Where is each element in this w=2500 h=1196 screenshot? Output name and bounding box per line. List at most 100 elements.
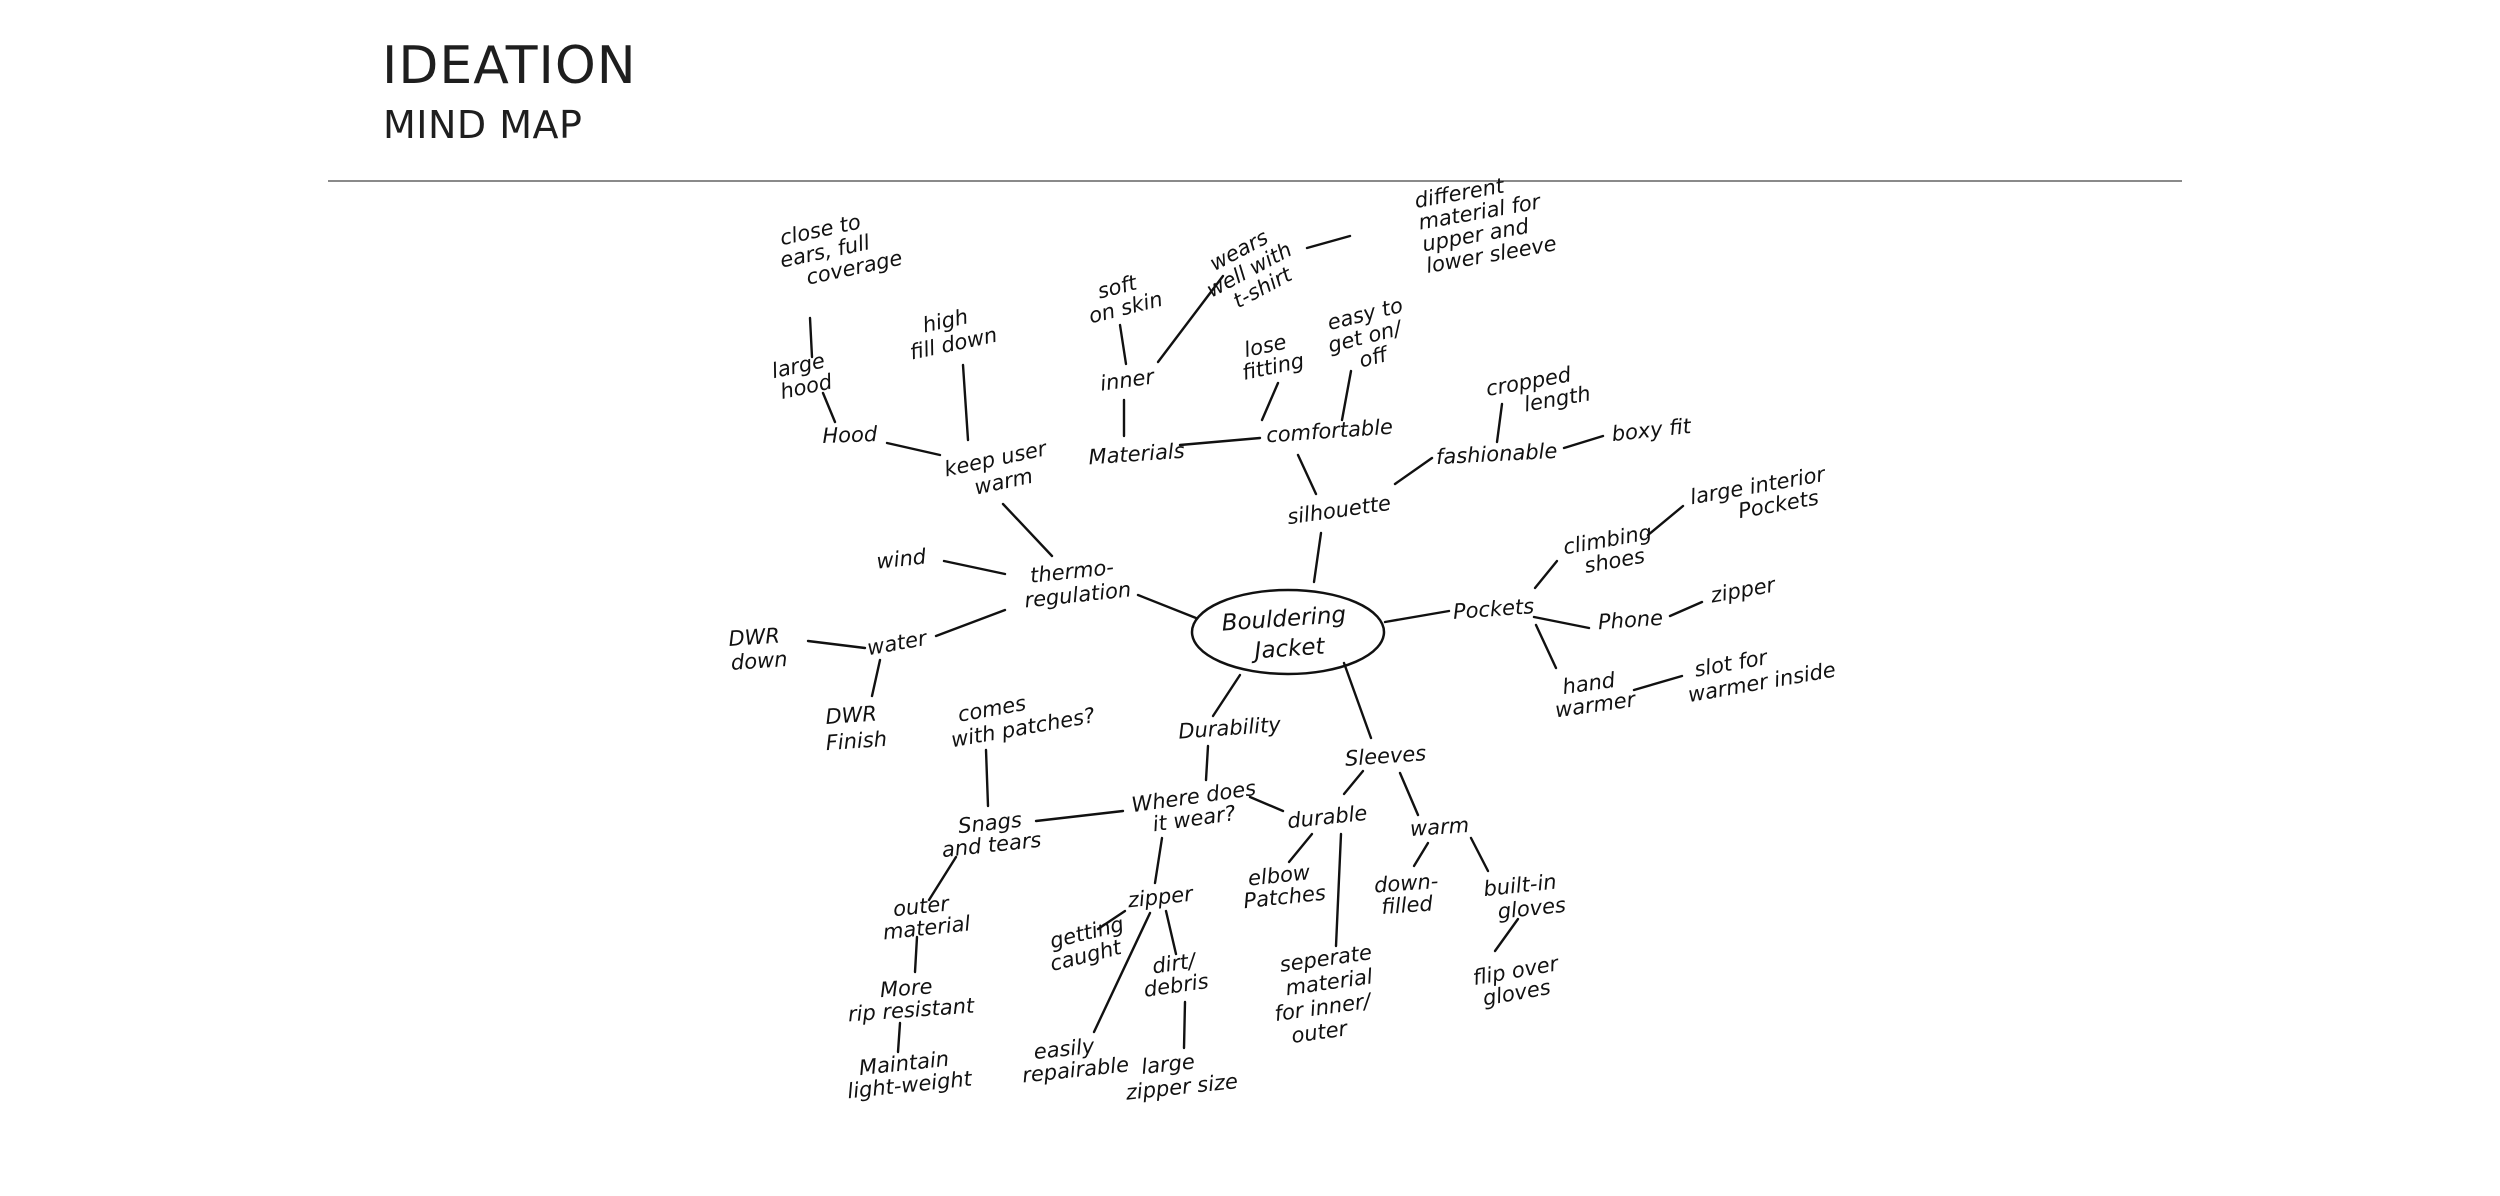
page-subtitle: MIND MAP bbox=[383, 103, 583, 147]
node-line: Durability bbox=[1178, 712, 1282, 743]
edge bbox=[808, 316, 814, 359]
edge bbox=[1342, 769, 1365, 796]
edge bbox=[1182, 1000, 1187, 1050]
edge bbox=[942, 559, 1007, 576]
node-line: fashionable bbox=[1435, 439, 1558, 469]
node-fashionable: fashionable bbox=[1435, 439, 1558, 469]
node-pockets: Pockets bbox=[1452, 594, 1535, 624]
node-soft-on-skin: soft on skin bbox=[1081, 265, 1165, 328]
node-line: DWR bbox=[728, 623, 781, 651]
node-inner: inner bbox=[1099, 364, 1157, 395]
edge bbox=[1096, 909, 1127, 931]
node-line: Phone bbox=[1597, 606, 1664, 634]
node-water: water bbox=[865, 626, 929, 660]
node-line: Pockets bbox=[1452, 594, 1535, 624]
node-dwr-finish: DWR Finish bbox=[823, 701, 888, 755]
node-dwr-down: DWR down bbox=[728, 623, 789, 675]
edge bbox=[1153, 836, 1164, 885]
node-line: Materials bbox=[1088, 439, 1186, 470]
edge bbox=[806, 639, 867, 650]
center-node-line: Bouldering bbox=[1221, 602, 1347, 637]
node-sleeves: Sleeves bbox=[1344, 741, 1427, 771]
node-line: More bbox=[879, 974, 933, 1002]
edge bbox=[1668, 600, 1704, 618]
node-line: Finish bbox=[825, 727, 888, 755]
node-climbing-shoes: climbing shoes bbox=[1561, 519, 1664, 581]
node-thermoregulation: thermo- regulation bbox=[1021, 554, 1133, 613]
edge bbox=[1287, 832, 1314, 864]
edge bbox=[913, 935, 919, 974]
edge bbox=[1312, 531, 1323, 584]
node-wind: wind bbox=[875, 544, 928, 573]
node-warm: warm bbox=[1409, 813, 1470, 841]
node-easy-on-off: easy to get on/ off bbox=[1320, 291, 1422, 378]
edge bbox=[1204, 744, 1210, 782]
edge bbox=[1412, 841, 1430, 868]
center-node: Bouldering Jacket bbox=[1221, 601, 1356, 666]
node-line: durable bbox=[1286, 801, 1368, 833]
node-line: comfortable bbox=[1265, 415, 1393, 448]
node-line: boxy fit bbox=[1610, 414, 1692, 446]
edge bbox=[1533, 559, 1559, 590]
node-phone: Phone bbox=[1597, 606, 1664, 634]
edge bbox=[1562, 434, 1605, 450]
edge bbox=[961, 363, 970, 442]
edge bbox=[1092, 911, 1152, 1034]
edge bbox=[885, 441, 942, 457]
edge bbox=[1495, 402, 1504, 444]
edge bbox=[1136, 593, 1198, 620]
node-where-does-it-wear: Where does it wear? bbox=[1130, 775, 1267, 839]
node-dirt-debris: dirt/ debris bbox=[1139, 947, 1210, 1002]
node-flip-over-gloves: flip over gloves bbox=[1471, 950, 1571, 1011]
edge bbox=[1469, 836, 1490, 873]
edge bbox=[1532, 615, 1591, 630]
edge bbox=[1383, 609, 1451, 624]
node-materials: Materials bbox=[1088, 439, 1186, 470]
node-line: DWR bbox=[825, 701, 878, 729]
node-line: water bbox=[865, 626, 929, 660]
node-built-in-gloves: built-in gloves bbox=[1482, 869, 1567, 925]
node-slot-for-warmer: slot for warmer inside bbox=[1682, 634, 1838, 707]
node-high-fill-down: high fill down bbox=[903, 299, 1000, 364]
edge bbox=[1248, 795, 1285, 813]
node-comes-with-patches: comes with patches? bbox=[945, 680, 1097, 753]
node-line: down- bbox=[1373, 869, 1439, 897]
node-durability: Durability bbox=[1178, 712, 1282, 743]
node-line: silhouette bbox=[1286, 491, 1393, 529]
edge bbox=[896, 1021, 902, 1054]
node-large-zipper-size: large zipper size bbox=[1121, 1045, 1239, 1105]
node-zipper: zipper bbox=[1126, 882, 1196, 913]
node-snags-and-tears: Snags and tears bbox=[938, 806, 1042, 862]
edge bbox=[1001, 502, 1054, 558]
edge bbox=[984, 748, 990, 808]
edge bbox=[821, 391, 837, 424]
center-node-outline bbox=[1190, 588, 1386, 676]
edge bbox=[1534, 623, 1558, 670]
node-hand-warmer: hand warmer bbox=[1550, 665, 1638, 722]
node-line: down bbox=[730, 647, 788, 675]
center-node-line: Jacket bbox=[1250, 633, 1327, 664]
edge bbox=[1260, 381, 1280, 422]
node-comfortable: comfortable bbox=[1265, 415, 1393, 448]
node-line: rip resistant bbox=[847, 994, 976, 1027]
node-line: zipper bbox=[1708, 572, 1779, 607]
node-line: Hood bbox=[822, 422, 878, 448]
node-seperate-material: seperate material for inner/ outer bbox=[1266, 939, 1390, 1050]
node-durable: durable bbox=[1286, 801, 1368, 833]
edge bbox=[934, 608, 1007, 638]
node-getting-caught: getting caught bbox=[1042, 910, 1138, 976]
node-line: outer bbox=[892, 891, 952, 921]
node-hood: Hood bbox=[822, 422, 878, 448]
mind-map-edges bbox=[806, 234, 1704, 1054]
edge bbox=[1398, 771, 1420, 817]
node-silhouette: silhouette bbox=[1286, 491, 1393, 529]
node-large-interior-pockets: large interior Pockets bbox=[1688, 461, 1837, 531]
node-different-material: different material for upper and lower s… bbox=[1413, 166, 1559, 278]
node-down-filled: down- filled bbox=[1373, 869, 1447, 920]
node-more-rip-resistant: More rip resistant bbox=[846, 972, 976, 1027]
node-boxy-fit: boxy fit bbox=[1610, 414, 1692, 446]
node-outer-material: outer material bbox=[879, 890, 971, 945]
edge bbox=[1334, 832, 1343, 948]
edge bbox=[1296, 453, 1318, 496]
